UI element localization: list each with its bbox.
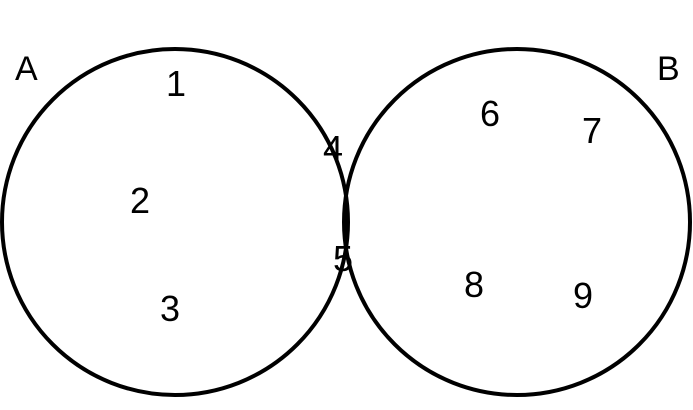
element-intersection-4: 4 [323, 128, 343, 169]
set-b-label: B [657, 50, 680, 88]
set-a-circle [0, 47, 350, 397]
element-b-8: 8 [464, 264, 484, 305]
element-a-3: 3 [160, 288, 180, 329]
element-intersection-5: 5 [333, 238, 353, 279]
element-b-7: 7 [582, 110, 602, 151]
element-a-1: 1 [166, 63, 186, 104]
element-b-9: 9 [573, 275, 593, 316]
set-b-circle [342, 47, 692, 397]
element-a-2: 2 [130, 180, 150, 221]
set-a-label: A [15, 50, 38, 88]
element-b-6: 6 [480, 93, 500, 134]
